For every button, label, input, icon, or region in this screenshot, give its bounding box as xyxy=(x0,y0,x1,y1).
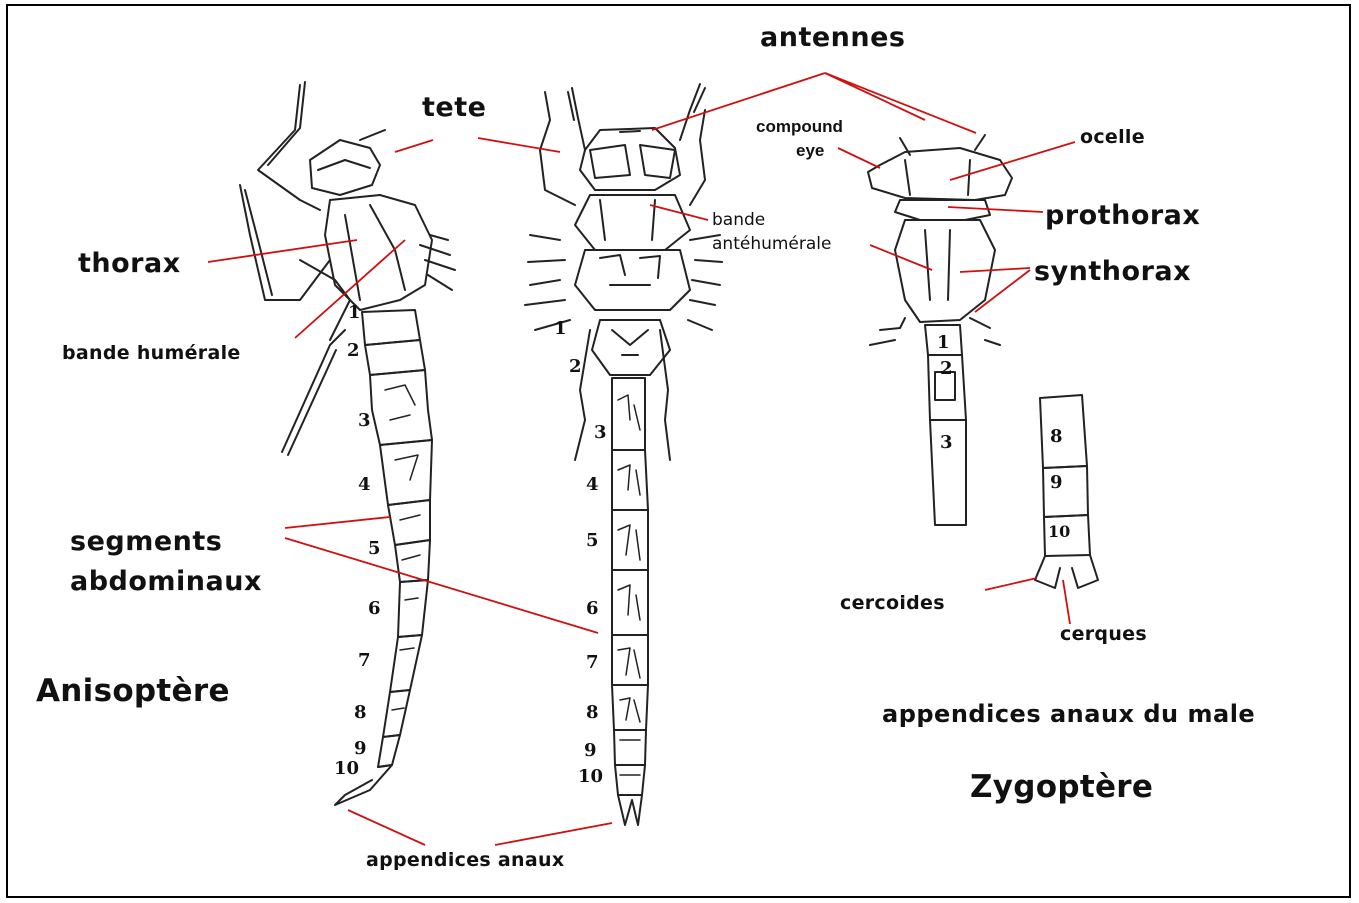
label-compound-eye-line1: compound xyxy=(756,118,843,135)
label-segments-line1: segments xyxy=(70,528,222,555)
male-tip-segment-number: 8 xyxy=(1050,428,1063,446)
lateral-segment-number: 3 xyxy=(358,412,371,430)
dorsal-segment-number: 1 xyxy=(554,320,567,338)
zygo-segment-number: 3 xyxy=(940,434,953,452)
caption-anisoptere: Anisoptère xyxy=(36,676,230,707)
label-appendices-anaux: appendices anaux xyxy=(366,851,564,870)
lateral-segment-number: 1 xyxy=(348,304,361,322)
label-appendices-anaux-du-male: appendices anaux du male xyxy=(882,702,1255,726)
lateral-segment-number: 2 xyxy=(347,342,360,360)
label-synthorax: synthorax xyxy=(1034,258,1191,285)
dorsal-segment-number: 2 xyxy=(569,358,582,376)
lateral-segment-number: 6 xyxy=(368,600,381,618)
lateral-nymph-drawing xyxy=(240,82,455,805)
label-cerques: cerques xyxy=(1060,625,1147,644)
male-tip-segment-number: 10 xyxy=(1048,524,1070,540)
label-bande-line2: antéhumérale xyxy=(712,236,831,253)
label-segments-line2: abdominaux xyxy=(70,568,262,595)
dorsal-segment-number: 10 xyxy=(578,768,603,786)
dorsal-segment-number: 3 xyxy=(594,424,607,442)
male-tip-segment-number: 9 xyxy=(1050,474,1063,492)
dorsal-segment-number: 5 xyxy=(586,532,599,550)
label-tete: tete xyxy=(422,94,486,121)
dorsal-segment-number: 7 xyxy=(586,654,599,672)
lateral-segment-number: 7 xyxy=(358,652,371,670)
lateral-segment-number: 4 xyxy=(358,476,371,494)
label-thorax: thorax xyxy=(78,250,181,277)
label-bande-humerale: bande humérale xyxy=(62,344,241,363)
zygo-segment-number: 2 xyxy=(940,360,953,378)
label-prothorax: prothorax xyxy=(1045,202,1200,229)
lateral-segment-number: 5 xyxy=(368,540,381,558)
dorsal-segment-number: 4 xyxy=(586,476,599,494)
label-compound-eye-line2: eye xyxy=(796,142,824,159)
dorsal-segment-number: 8 xyxy=(586,704,599,722)
zygo-segment-number: 1 xyxy=(937,334,950,352)
label-ocelle: ocelle xyxy=(1080,128,1145,147)
label-bande-line1: bande xyxy=(712,212,765,229)
caption-zygoptere: Zygoptère xyxy=(970,772,1153,803)
dorsal-segment-number: 9 xyxy=(584,742,597,760)
lateral-segment-number: 9 xyxy=(354,740,367,758)
label-cercoides: cercoides xyxy=(840,594,945,613)
lateral-segment-number: 10 xyxy=(334,760,359,778)
lateral-segment-number: 8 xyxy=(354,704,367,722)
dorsal-segment-number: 6 xyxy=(586,600,599,618)
label-antennes: antennes xyxy=(760,24,906,51)
dorsal-nymph-drawing xyxy=(525,84,722,825)
